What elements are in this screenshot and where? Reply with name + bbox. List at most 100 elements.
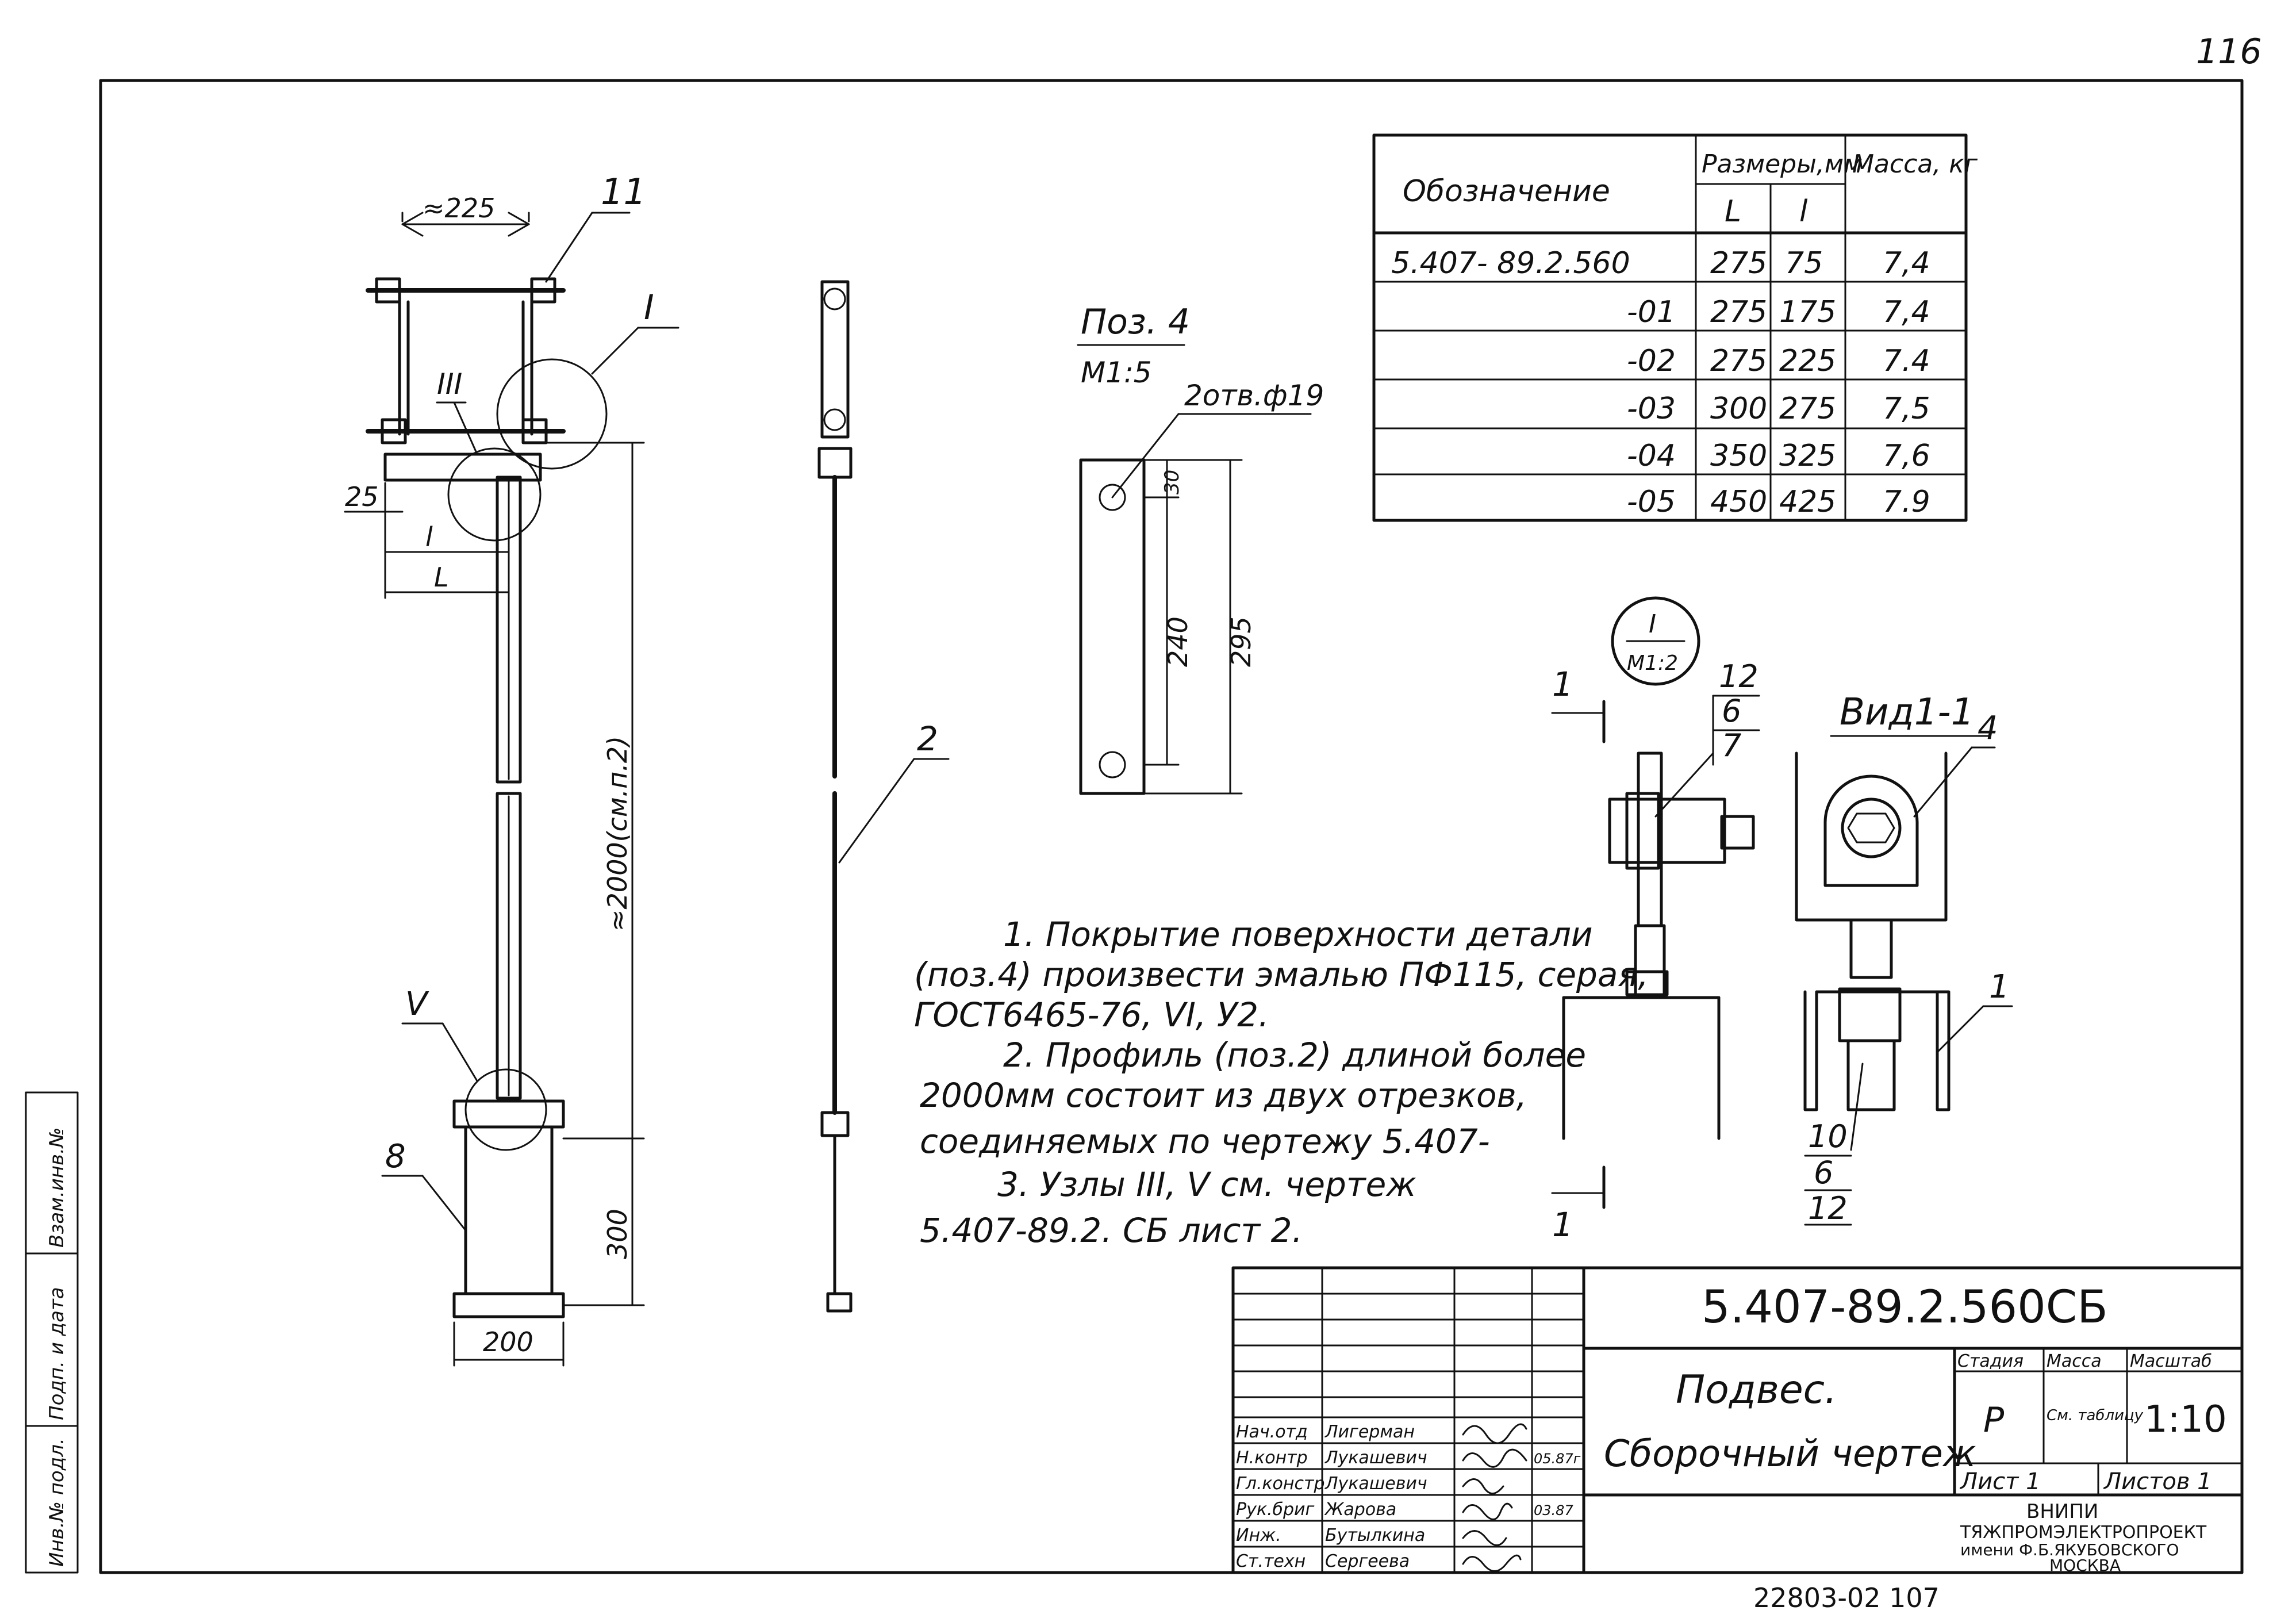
row-2-l: 225 bbox=[1779, 344, 1836, 378]
sig-role-4: Инж. bbox=[1236, 1525, 1281, 1546]
row-3-L: 300 bbox=[1710, 392, 1767, 426]
mass-value: См. таблицу bbox=[2047, 1407, 2144, 1424]
node-detail: I М1:2 1 1 12 6 7 Вид1-1 bbox=[1551, 596, 2013, 1244]
pos-7: 7 bbox=[1722, 727, 1741, 764]
side-stamp: Взам.инв.№ Подп. и дата Инв.№ подл. bbox=[25, 1091, 79, 1574]
dim-200: 200 bbox=[483, 1326, 533, 1358]
node-V-mark: V bbox=[405, 986, 429, 1023]
bottom-number: 22803-02 107 bbox=[1753, 1582, 1940, 1613]
scale-value: 1:10 bbox=[2144, 1398, 2227, 1441]
section-mark-bottom: 1 bbox=[1552, 1205, 1573, 1244]
pos4-holes: 2отв.ф19 bbox=[1184, 379, 1324, 412]
title-line-2: Сборочный чертеж bbox=[1604, 1433, 1976, 1475]
dim-length: ≈2000(см.п.2) bbox=[602, 736, 633, 931]
row-0-mass: 7,4 bbox=[1883, 246, 1930, 281]
note-line-8: 5.407-89.2. СБ лист 2. bbox=[920, 1211, 1303, 1250]
dim-30: 30 bbox=[1161, 470, 1184, 494]
sig-role-2: Гл.констр bbox=[1236, 1474, 1325, 1494]
pos4-scale: М1:5 bbox=[1081, 356, 1152, 389]
row-4-l: 325 bbox=[1779, 439, 1836, 473]
row-1-l: 175 bbox=[1779, 295, 1836, 329]
pos-6-bottom: 6 bbox=[1814, 1155, 1833, 1191]
row-3-l: 275 bbox=[1779, 392, 1836, 426]
section-mark-top: 1 bbox=[1552, 665, 1573, 704]
dim-295: 295 bbox=[1226, 616, 1257, 667]
sig-role-3: Рук.бриг bbox=[1236, 1500, 1315, 1520]
pos-12-top: 12 bbox=[1719, 658, 1759, 695]
stage-value: Р bbox=[1983, 1400, 2005, 1440]
dim-240: 240 bbox=[1162, 616, 1193, 667]
sig-role-0: Нач.отд bbox=[1236, 1422, 1308, 1442]
note-line-6: соединяемых по чертежу 5.407- bbox=[920, 1122, 1490, 1161]
row-4-designation: -04 bbox=[1627, 439, 1676, 473]
main-view: ≈225 11 I III V bbox=[344, 171, 679, 1367]
sig-name-1: Лукашевич bbox=[1324, 1448, 1427, 1468]
dim-top-width: ≈225 bbox=[423, 193, 495, 224]
row-4-L: 350 bbox=[1710, 439, 1767, 473]
row-2-designation: -02 bbox=[1627, 344, 1676, 378]
side-stamp-line-2: Подп. и дата bbox=[45, 1287, 68, 1420]
view-title: Вид1-1 bbox=[1840, 691, 1974, 734]
spec-table: Обозначение Размеры,мм Масса, кг L l 5.4… bbox=[1372, 133, 1978, 522]
row-1-designation: -01 bbox=[1627, 295, 1676, 329]
row-5-l: 425 bbox=[1779, 485, 1836, 519]
title-line-1: Подвес. bbox=[1676, 1367, 1837, 1413]
pos-8: 8 bbox=[385, 1138, 406, 1175]
org-line-1: ВНИПИ bbox=[2026, 1500, 2098, 1523]
note-line-2: (поз.4) произвести эмалью ПФ115, серая, bbox=[914, 955, 1649, 994]
pos-10: 10 bbox=[1808, 1118, 1848, 1155]
node-badge bbox=[1611, 596, 1700, 686]
note-line-4: 2. Профиль (поз.2) длиной более bbox=[1003, 1036, 1586, 1075]
sig-date-1: 05.87г bbox=[1534, 1451, 1581, 1467]
row-0-l: 75 bbox=[1785, 246, 1823, 281]
hdr-col-l: l bbox=[1799, 194, 1808, 229]
sig-role-5: Ст.техн bbox=[1236, 1551, 1306, 1571]
note-line-7: 3. Узлы III, V см. чертеж bbox=[997, 1165, 1416, 1204]
node-III-mark: III bbox=[437, 367, 462, 401]
side-view: 2 bbox=[817, 280, 950, 1313]
row-2-L: 275 bbox=[1710, 344, 1767, 378]
sig-date-3: 03.87 bbox=[1534, 1502, 1573, 1519]
hdr-col-L: L bbox=[1725, 194, 1741, 229]
side-stamp-line-3: Взам.инв.№ bbox=[45, 1128, 68, 1248]
note-line-5: 2000мм состоит из двух отрезков, bbox=[920, 1076, 1527, 1115]
row-1-mass: 7,4 bbox=[1883, 295, 1930, 329]
side-stamp-line-1: Инв.№ подл. bbox=[45, 1438, 68, 1567]
row-3-designation: -03 bbox=[1627, 392, 1676, 426]
row-3-mass: 7,5 bbox=[1883, 392, 1930, 426]
pos-4-leader: 4 bbox=[1978, 710, 1998, 747]
dim-300: 300 bbox=[602, 1209, 633, 1259]
sheet-frame bbox=[99, 79, 2244, 1574]
sheet-no: Лист 1 bbox=[1959, 1468, 2041, 1495]
note-line-3: ГОСТ6465-76, VI, У2. bbox=[914, 995, 1269, 1034]
dim-25: 25 bbox=[345, 481, 379, 512]
hdr-stage: Стадия bbox=[1957, 1351, 2024, 1371]
pos-2: 2 bbox=[917, 719, 938, 758]
node-badge-bottom: М1:2 bbox=[1627, 651, 1678, 675]
note-line-1: 1. Покрытие поверхности детали bbox=[1003, 915, 1593, 954]
sig-name-2: Лукашевич bbox=[1324, 1474, 1427, 1494]
pos4-title: Поз. 4 bbox=[1081, 302, 1190, 342]
row-1-L: 275 bbox=[1710, 295, 1767, 329]
row-4-mass: 7,6 bbox=[1883, 439, 1930, 473]
hdr-mass-tb: Масса bbox=[2047, 1351, 2102, 1371]
doc-code: 5.407-89.2.560СБ bbox=[1702, 1282, 2108, 1333]
hdr-mass: Масса, кг bbox=[1852, 149, 1978, 179]
page-number: 116 bbox=[2196, 32, 2262, 72]
hdr-designation: Обозначение bbox=[1403, 174, 1610, 209]
sig-name-5: Сергеева bbox=[1325, 1551, 1410, 1571]
dim-L: L bbox=[434, 562, 449, 593]
row-5-mass: 7.9 bbox=[1883, 485, 1930, 519]
pos-12-bottom: 12 bbox=[1808, 1190, 1848, 1226]
pos-6-top: 6 bbox=[1722, 693, 1741, 729]
row-5-L: 450 bbox=[1710, 485, 1767, 519]
pos4-view: Поз. 4 М1:5 2отв.ф19 30 240 295 bbox=[1077, 302, 1324, 795]
org-line-3: имени Ф.Б.ЯКУБОВСКОГО bbox=[1960, 1540, 2179, 1559]
row-0-designation: 5.407- 89.2.560 bbox=[1391, 246, 1630, 281]
sig-name-0: Лигерман bbox=[1324, 1422, 1415, 1442]
org-line-4: МОСКВА bbox=[2049, 1556, 2121, 1575]
dim-l: l bbox=[425, 522, 433, 553]
node-I-mark: I bbox=[644, 287, 654, 328]
row-2-mass: 7.4 bbox=[1883, 344, 1930, 378]
